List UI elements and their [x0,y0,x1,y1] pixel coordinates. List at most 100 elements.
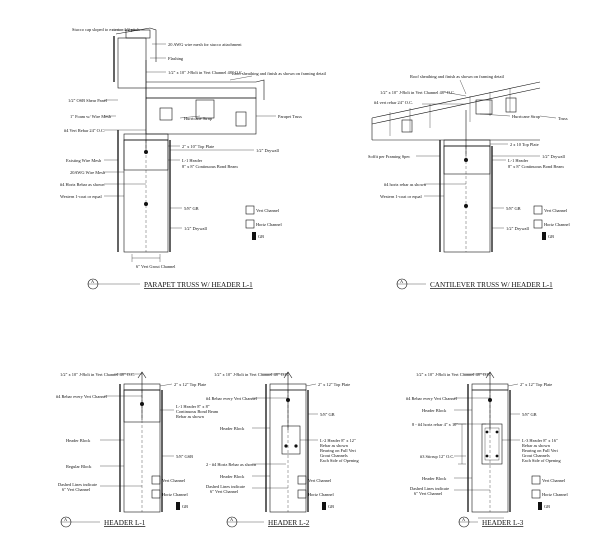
note-hurricane-strap: Hurricane Strap [512,114,541,119]
note-header-block: Header Block [66,438,91,443]
note-stucco-cap: Stucco cap sloped to exterior 1/2 pitch [72,27,140,32]
note-gb: 5/8" GB [184,206,199,211]
note-bearing: Bearing on Full Vert [522,448,559,453]
note-flashing: Flashing [168,56,184,61]
svg-text:A: A [91,279,95,284]
note-top-plate: 2" x 12" Top Plate [174,382,206,387]
note-l3-header: L-3 Header 8" x 16" [522,438,558,443]
detail-title: CANTILEVER TRUSS W/ HEADER L-1 [430,281,553,289]
header-l1-detail: 1/2" x 10" J-Bolt in Vert Channel 48" O.… [56,371,219,528]
detail-title: PARAPET TRUSS W/ HEADER L-1 [144,281,253,289]
svg-text:A: A [462,517,466,522]
note-gb: 5/8" GB [506,206,521,211]
legend-horiz-channel: Horiz Channel [544,222,571,227]
note-l1-header: L-1 Header [182,158,203,163]
note-j-bolt: 1/2" x 10" J-Bolt in Vert Channel 48" O.… [168,70,243,75]
legend-gb: GB [258,234,264,239]
note-bond-beam: Continuous Bond Beam [176,409,219,414]
note-top-plate: 2" x 12" Top Plate [318,382,350,387]
note-j-bolt: 1/2" x 10" J-Bolt in Vert Channel 48" O.… [380,90,455,95]
legend-horiz-channel: Horiz Channel [308,492,335,497]
legend-gb: GB [328,504,334,509]
note-regular-block: Regular Block [66,464,92,469]
note-stirrup: #3 Stirrup 12" O.C. [420,454,454,459]
note-top-plate: 2" x 12" Top Plate [520,382,552,387]
note-grout-channel: 6" Vert Grout Channel [136,264,176,269]
note-vert-rebar: #4 vert rebar 24" O.C. [374,100,413,105]
detail-title: HEADER L-3 [482,519,524,527]
note-roof-sheathing: Roof sheathing and finish as shown on fr… [232,71,327,76]
note-grout: Grout Channels [522,453,550,458]
note-horiz-rebar: 8 - #4 horiz rebar 4" x 10" [412,422,458,427]
note-drywall-b: 1/2" Drywall [256,148,280,153]
note-grout: Grout Channels [320,453,348,458]
note-drywall-a: 1/2" Drywall [542,154,566,159]
note-header-block-2: Header Block [220,474,245,479]
note-top-plate: 2 x 10 Top Plate [510,142,539,147]
note-horiz-rebar: 2 - #4 Horiz Rebar as shown [206,462,257,467]
note-j-bolt: 1/2" x 10" J-Bolt in Vert Channel 48" O.… [60,372,135,377]
note-gb: 5/8" GB [320,412,335,417]
note-header-block: Header Block [220,426,245,431]
note-foam: 1" Foam w/ Wire Mesh [70,114,112,119]
note-vert-channel: 6" Vert Channel [62,487,91,492]
note-roof-sheathing: Roof sheathing and finish as shown on fr… [410,74,505,79]
svg-text:A: A [230,517,234,522]
note-horiz-rebar: #4 horiz rebar as shown [384,182,427,187]
note-vert-rebar: #4 Rebar every Vert Channel [406,396,458,401]
note-existing-mesh: Existing Wire Mesh [66,158,102,163]
legend-gb: GB [548,234,554,239]
note-vert-channel: 6" Vert Channel [210,489,239,494]
legend-horiz-channel: Horiz Channel [256,222,283,227]
legend-gb: GB [182,504,188,509]
note-vert-channel: 6" Vert Channel [414,491,443,496]
detail-title: HEADER L-2 [268,519,310,527]
note-header-block-2: Header Block [422,476,447,481]
svg-text:A: A [400,279,404,284]
note-soffit: Soffit per Framing Spec [368,154,410,159]
note-header-block: Header Block [422,408,447,413]
note-rebar: Rebar as shown [522,443,551,448]
cantilever-truss-detail: Roof sheathing and finish as shown on fr… [368,74,571,290]
legend-vert-channel: Vert Channel [544,208,568,213]
note-dashed-lines: Dashed Lines indicate [58,482,97,487]
note-gb: 5/8" GB [522,412,537,417]
note-osb: 1/2" OSB Shear Panel [68,98,108,103]
header-l2-detail: 1/2" x 10" J-Bolt in Vert Channel 48" O.… [206,371,359,528]
note-each-side: Each Side of Opening [522,458,561,463]
note-top-plate: 2" x 10" Top Plate [182,144,214,149]
note-truss: Truss [558,116,568,121]
note-vert-rebar: #4 Vert Rebar 24" O.C. [64,128,105,133]
note-wire-mesh: 20 AWG wire mesh for stucco attachment [168,42,242,47]
note-drywall-b: 1/2" Drywall [506,226,530,231]
legend-vert-channel: Vert Channel [308,478,332,483]
legend-vert-channel: Vert Channel [256,208,280,213]
legend-gb: GB [544,504,550,509]
note-each-side: Each Side of Opening [320,458,359,463]
note-l1-header: L-1 Header [508,158,529,163]
note-rebar: Rebar as shown [176,414,205,419]
note-hurricane-strap: Hurricane Strap [184,116,213,121]
note-j-bolt: 1/2" x 10" J-Bolt in Vert Channel 48" O.… [416,372,491,377]
note-j-bolt: 1/2" x 10" J-Bolt in Vert Channel 48" O.… [214,372,289,377]
note-western: Western 1-coat or equal [380,194,422,199]
legend-vert-channel: Vert Channel [162,478,186,483]
note-gsb: 5/8" GSB [176,454,193,459]
note-dashed-lines: Dashed Lines indicate [410,486,449,491]
detail-title: HEADER L-1 [104,519,146,527]
note-drywall-a: 1/2" Drywall [184,226,208,231]
header-l3-detail: 1/2" x 10" J-Bolt in Vert Channel 48" O.… [406,371,569,528]
parapet-truss-detail: Stucco cap sloped to exterior 1/2 pitch … [60,27,327,290]
note-20awg-mesh: 20AWG Wire Mesh [70,170,106,175]
note-western: Western 1-coat or equal [60,194,102,199]
note-dashed-lines: Dashed Lines indicate [206,484,245,489]
note-horiz-rebar: #4 Horiz Rebar as shown [60,182,105,187]
svg-text:A: A [64,517,68,522]
note-bond-beam: 8" x 8" Continuous Bond Beam [182,164,238,169]
note-bearing: Bearing on Full Vert [320,448,357,453]
note-l2-header: L-2 Header 8" x 12" [320,438,356,443]
note-rebar: Rebar as shown [320,443,349,448]
note-vert-rebar: #4 Rebar every Vert Channel [56,394,108,399]
